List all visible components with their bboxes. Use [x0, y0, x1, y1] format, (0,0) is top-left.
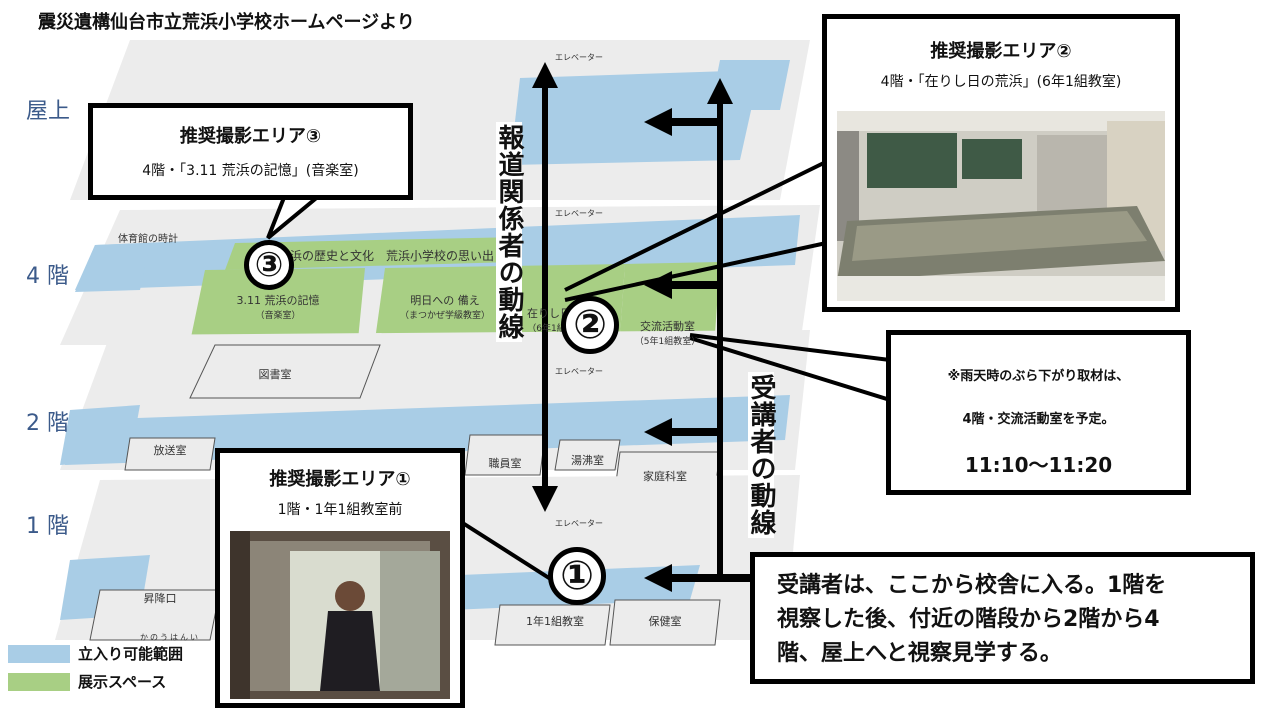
callout-rain-time: 11:10～11:20 — [964, 453, 1113, 477]
floor2-room-hoso — [124, 437, 216, 471]
gym-clock-label: 体育館の時計 — [118, 234, 178, 245]
callout-area3-sub: 4階・「3.11 荒浜の記憶」(音楽室) — [142, 163, 359, 179]
marker-1: ① — [548, 547, 606, 605]
floor4-stair — [75, 243, 150, 292]
callout-entry: 受講者は、ここから校舎に入る。1階を 視察した後、付近の階段から2階から4 階、… — [750, 552, 1255, 684]
room-311-label: 3.11 荒浜の記憶（音楽室） — [236, 294, 320, 321]
floor4-exhibit-ashita — [375, 266, 510, 340]
floor4-exhibit-history — [225, 237, 520, 270]
callout-area2: 推奨撮影エリア② 4階・「在りし日の荒浜」(6年1組教室) — [822, 14, 1180, 312]
floor2-corridor — [65, 395, 790, 465]
legend-exhibit-label: 展示スペース — [78, 673, 167, 691]
photo-area1 — [230, 531, 450, 699]
photo-area2-diorama — [837, 111, 1165, 301]
marker-2: ② — [561, 296, 619, 354]
elevator-label-1f: エレベーター — [555, 519, 603, 528]
marker-3: ③ — [244, 240, 294, 290]
elevator-label-roof: エレベーター — [555, 53, 603, 62]
press-route-arrow — [532, 62, 558, 512]
floor2-room-tosho — [189, 344, 381, 399]
floor2-room-yuwakashi — [554, 439, 621, 471]
callout-connectors — [266, 153, 891, 587]
floor1-room-shoko — [89, 589, 221, 641]
room-hoken-label: 保健室 — [648, 615, 682, 628]
floor-label-2f: 2 階 — [26, 411, 69, 436]
room-hoso-label: 放送室 — [153, 444, 187, 457]
floor-label-4f: 4 階 — [26, 264, 69, 289]
floor2-room-shokuin — [464, 434, 546, 476]
history-exhibit-label: 荒浜の歴史と文化 荒浜小学校の思い出 — [278, 249, 495, 263]
room-ashita-label: 明日への 備え（まつかぜ学級教室） — [399, 294, 490, 321]
photo-area1-entrance — [230, 531, 450, 699]
legend-accessible-label: 立入り可能範囲 — [78, 645, 184, 663]
floor4-exhibit-311 — [190, 268, 365, 342]
callout-area3: 推奨撮影エリア③ 4階・「3.11 荒浜の記憶」(音楽室) — [88, 103, 413, 200]
legend-accessible-swatch — [8, 645, 70, 663]
callout-entry-line2: 視察した後、付近の階段から2階から4 — [777, 607, 1160, 632]
roof-accessible-area — [510, 70, 760, 165]
room-koryu-label: 交流活動室（5年1組教室） — [634, 320, 701, 347]
room-yuwakashi-label: 湯沸室 — [571, 454, 604, 467]
floor-label-roof: 屋上 — [26, 99, 71, 124]
room-tosho-label: 図書室 — [258, 368, 292, 381]
callout-entry-line1: 受講者は、ここから校舎に入る。1階を — [777, 573, 1167, 598]
elevator-label-2f: エレベーター — [555, 367, 603, 376]
callout-rain: ※雨天時のぶら下がり取材は、 4階・交流活動室を予定。 11:10～11:20 — [886, 330, 1191, 495]
callout-area2-sub: 4階・「在りし日の荒浜」(6年1組教室) — [880, 74, 1122, 90]
room-shoko-label: 昇降口 — [143, 592, 177, 605]
floor-label-1f: 1 階 — [26, 514, 69, 539]
source-caption: 震災遺構仙台市立荒浜小学校ホームページより — [38, 12, 415, 33]
floor1-room-1nen — [494, 604, 611, 646]
callout-area2-title: 推奨撮影エリア② — [930, 41, 1072, 62]
room-katei-label: 家庭科室 — [643, 470, 687, 483]
floor2-stair — [60, 405, 140, 465]
callout-rain-line2: 4階・交流活動室を予定。 — [962, 412, 1115, 427]
callout-area1-sub: 1階・1年1組教室前 — [277, 502, 403, 518]
roof-stair — [710, 60, 790, 110]
legend-exhibit-swatch — [8, 673, 70, 691]
callout-area1: 推奨撮影エリア① 1階・1年1組教室前 — [215, 448, 465, 708]
room-1nen-label: 1年1組教室 — [526, 615, 584, 628]
callout-entry-line3: 階、屋上へと視察見学する。 — [777, 641, 1062, 666]
room-shokuin-label: 職員室 — [488, 457, 522, 470]
elevator-label-4f: エレベーター — [555, 209, 603, 218]
callout-rain-line1: ※雨天時のぶら下がり取材は、 — [947, 369, 1130, 384]
attendee-route-label: 受講者の動線 — [746, 372, 776, 538]
callout-area1-title: 推奨撮影エリア① — [269, 469, 411, 490]
press-route-label: 報道関係者の動線 — [494, 122, 524, 342]
legend-accessible-ruby: かのうはんい — [140, 633, 200, 642]
callout-area3-title: 推奨撮影エリア③ — [179, 126, 322, 147]
photo-area2 — [837, 111, 1165, 301]
floor1-room-hoken — [609, 599, 721, 646]
